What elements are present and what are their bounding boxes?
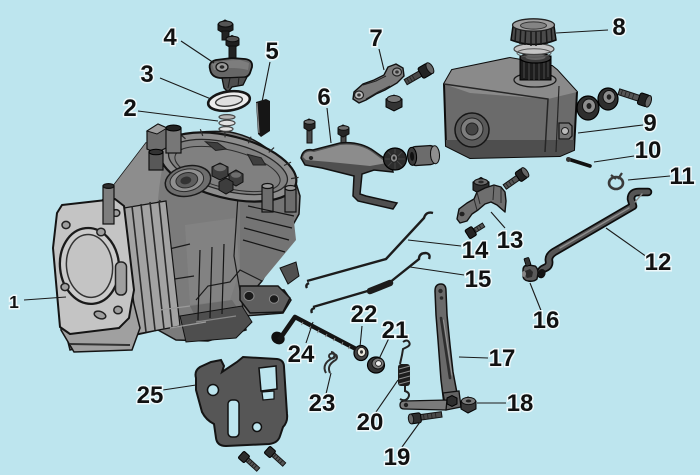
- svg-text:16: 16: [533, 307, 560, 334]
- svg-text:18: 18: [507, 390, 534, 417]
- svg-text:22: 22: [351, 301, 378, 328]
- svg-text:21: 21: [382, 317, 409, 344]
- svg-text:7: 7: [369, 25, 382, 52]
- svg-text:4: 4: [163, 24, 177, 51]
- svg-text:11: 11: [669, 163, 694, 190]
- svg-text:6: 6: [317, 84, 330, 111]
- svg-text:1: 1: [9, 292, 19, 312]
- svg-text:13: 13: [497, 227, 524, 254]
- svg-text:23: 23: [309, 390, 336, 417]
- svg-text:24: 24: [288, 341, 315, 368]
- svg-text:15: 15: [465, 266, 492, 293]
- svg-text:20: 20: [357, 409, 384, 436]
- svg-text:25: 25: [137, 382, 164, 409]
- svg-text:17: 17: [489, 345, 516, 372]
- svg-text:5: 5: [265, 38, 278, 65]
- svg-text:10: 10: [635, 137, 662, 164]
- svg-text:19: 19: [384, 444, 411, 471]
- svg-text:8: 8: [612, 14, 625, 41]
- svg-text:3: 3: [140, 61, 153, 88]
- svg-text:9: 9: [643, 110, 656, 137]
- svg-text:12: 12: [645, 249, 672, 276]
- svg-text:2: 2: [123, 95, 136, 122]
- svg-text:14: 14: [462, 237, 489, 264]
